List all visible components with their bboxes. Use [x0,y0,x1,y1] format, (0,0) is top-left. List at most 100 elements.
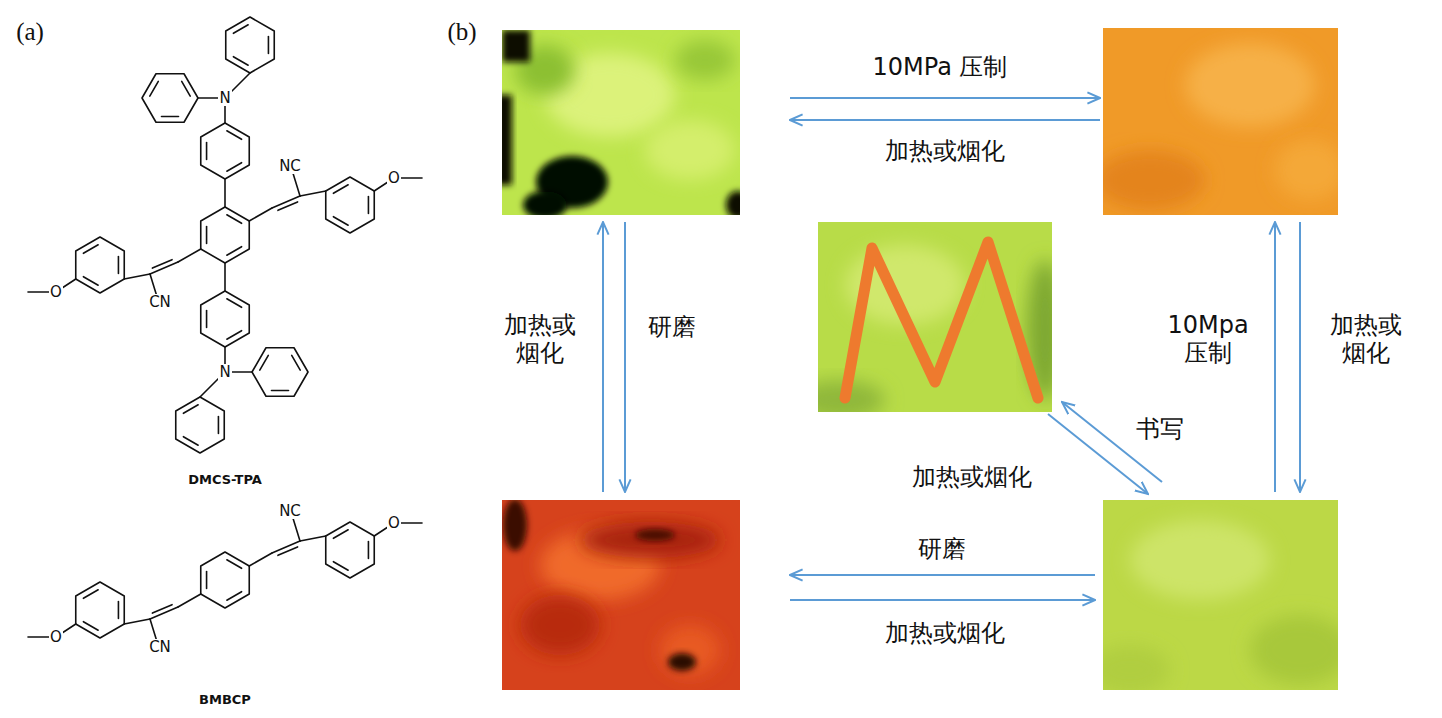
chemical-structures [28,17,422,645]
bond-line [249,208,272,221]
bond-line [271,390,288,392]
photo-patch [660,625,720,675]
bond-line [227,299,242,308]
bond-line [83,245,98,254]
atom-label: CN [148,639,172,656]
bond-line [227,560,242,569]
bond-line [278,202,298,210]
bond-line [233,25,248,34]
photo-patch [520,595,600,655]
benzene-ring [201,552,249,608]
photo-patch [1250,615,1338,685]
photo-ground [502,30,740,215]
bond-line [183,437,198,446]
bond-line [183,405,198,414]
photo-patch [1103,150,1205,210]
bond-line [227,331,242,340]
benzene-ring [201,291,249,347]
process-label: 加热或烟化 [502,312,578,367]
photo-written-film [818,222,1052,412]
atom-label: CN [148,294,172,311]
bond-line [292,355,301,370]
bond-line [161,116,178,118]
bond-line [224,263,226,291]
benzene-ring [326,522,374,578]
atom-label: N [218,364,231,381]
photo-dark [502,95,512,185]
bond-line [227,131,242,140]
process-label: 研磨 [648,314,696,342]
photo-patch [645,120,735,180]
bond-line [206,310,208,327]
photo-patch [675,40,735,80]
bond-line [218,416,220,433]
photo-yellowgreen-film [1103,500,1338,690]
bond-line [150,81,159,96]
photo-patch [1103,645,1170,690]
bond-line [368,541,370,558]
benzene-ring [252,348,308,396]
arrow [790,599,1095,601]
benzene-ring [201,123,249,179]
atom-label: N [218,90,231,107]
atom-label: O [387,515,401,532]
bond-line [268,36,270,53]
bond-line [227,215,242,224]
compound-name: BMBCP [199,693,251,708]
bond-line [260,355,269,370]
bond-line [178,594,201,607]
photo-patch [1130,520,1270,600]
bond-line [152,260,172,268]
benzene-ring [226,17,274,73]
written-letter-stroke [845,242,1038,398]
bond-line [206,571,208,588]
bond-line [249,553,272,566]
bond-line [300,536,326,541]
panel-label: (b) [447,18,476,47]
photo-patch [580,522,720,558]
bond-line [227,247,242,256]
benzene-ring [176,397,224,453]
process-label: 10MPa 压制 [873,54,1008,82]
bond-line [368,196,370,213]
bond-line [206,226,208,243]
arrow [624,222,626,492]
arrow-group [603,98,1300,600]
bond-line [83,277,98,286]
arrow [790,97,1100,99]
bond-line [182,81,191,96]
bond-line [83,590,98,599]
photo-orange-pressed [1103,28,1338,215]
bond-line [227,163,242,172]
photo-patch [1275,140,1338,200]
atom-label: O [387,170,401,187]
arrow [1274,222,1276,492]
panel-label: (a) [16,18,44,47]
process-label: 研磨 [918,536,966,564]
bond-line [178,249,201,262]
photo-dark [503,500,527,551]
bond-line [124,274,150,279]
benzene-ring [326,177,374,233]
photo-dark [726,191,740,215]
photo-ground [818,222,1052,412]
benzene-ring [201,207,249,263]
photo-dark [502,30,530,62]
bond-line [300,191,326,196]
process-label: 加热或烟化 [885,138,1005,166]
atom-label: O [49,629,63,646]
bond-line [333,562,348,571]
photo-dark [523,191,567,215]
arrow [1048,414,1148,494]
bond-line [152,605,172,613]
process-label: 书写 [1136,416,1184,444]
photo-dark [668,653,696,671]
process-label: 10Mpa 压制 [1160,312,1256,367]
bond-line [118,601,120,618]
bond-line [233,57,248,66]
bond-line [227,592,242,601]
arrow [790,119,1100,121]
atom-label: NC [278,158,302,175]
process-label: 加热或烟化 [1328,312,1404,367]
